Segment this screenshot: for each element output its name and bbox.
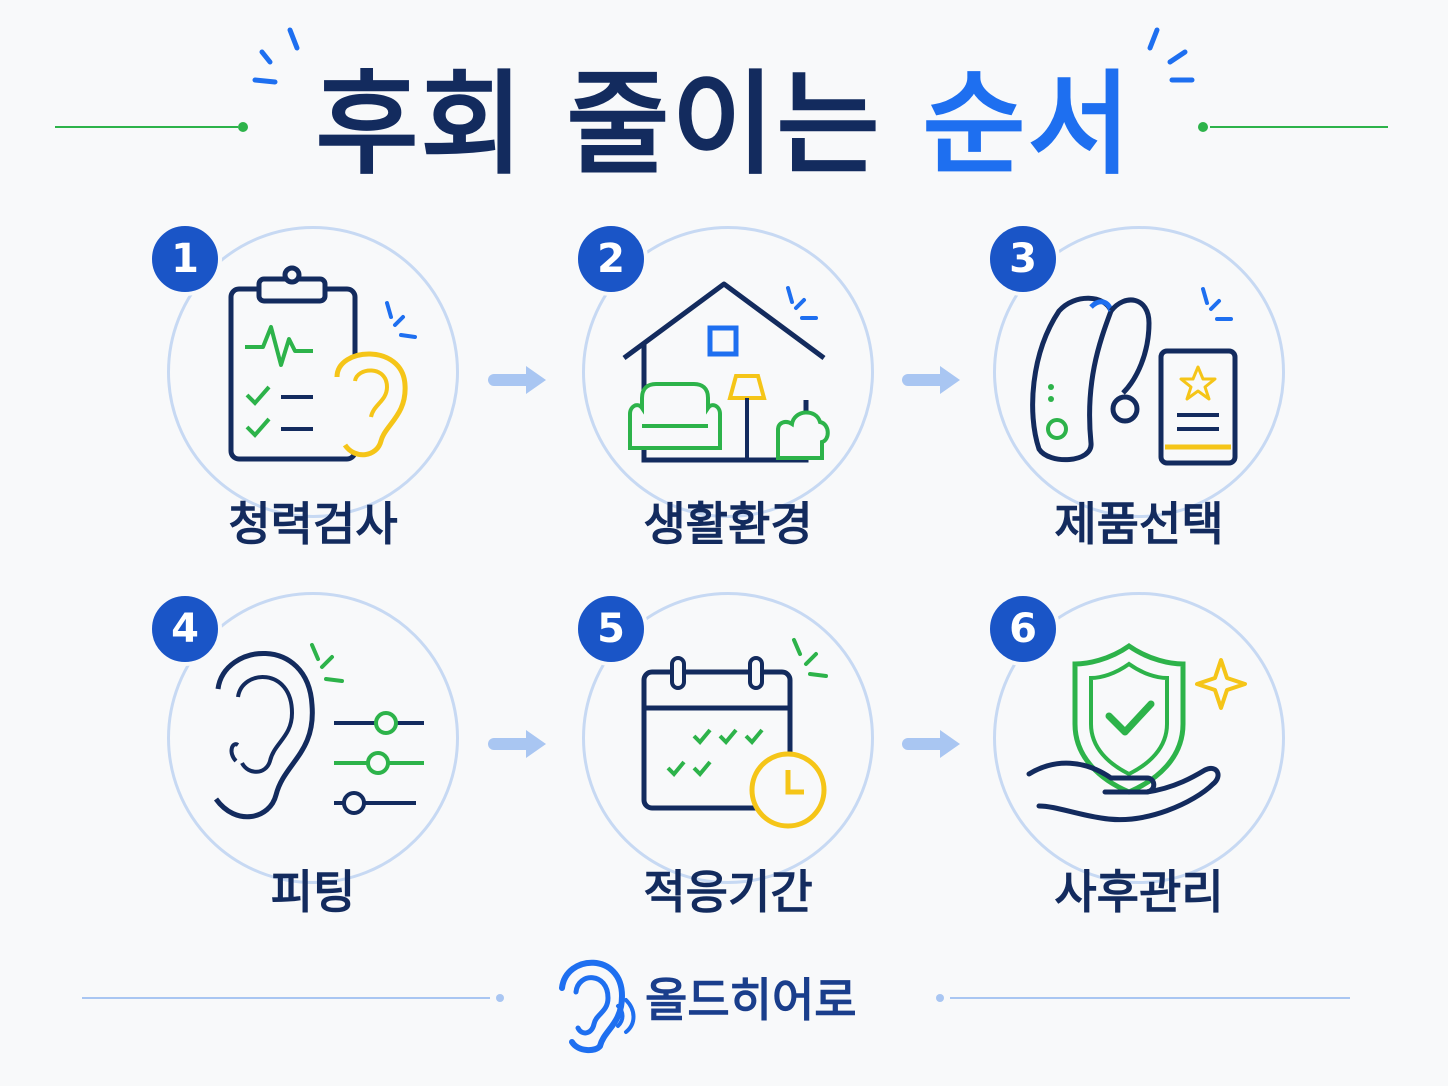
- ear-logo-icon: [559, 959, 636, 1054]
- step-6-circle: [993, 592, 1285, 884]
- step-5-label: 적응기간: [643, 865, 813, 919]
- step-6-label: 사후관리: [1054, 865, 1224, 919]
- step-5-badge: 5: [574, 592, 648, 666]
- step-3-label: 제품선택: [1054, 497, 1224, 551]
- title-decoration-left: [55, 27, 1388, 132]
- step-1-label: 청력검사: [228, 497, 398, 551]
- step-4-label: 피팅: [270, 865, 356, 919]
- step-1-circle: [167, 226, 459, 518]
- step-2-badge: 2: [574, 222, 648, 296]
- page-title: 후회 줄이는 순서: [0, 50, 1448, 200]
- ear-sliders-icon: [213, 643, 424, 820]
- arrow-icon: [902, 730, 960, 758]
- step-1-badge: 1: [148, 222, 222, 296]
- hearing-aid-icon: [1030, 287, 1238, 466]
- step-6-badge: 6: [986, 592, 1060, 666]
- house-icon: [622, 281, 830, 463]
- title-accent: 순서: [922, 60, 1133, 190]
- arrow-icon: [902, 366, 960, 394]
- step-4-circle: [167, 592, 459, 884]
- clipboard-ear-icon: [228, 265, 417, 462]
- brand-name: 올드히어로: [645, 973, 857, 1027]
- calendar-clock-icon: [641, 638, 828, 829]
- step-4-badge: 4: [148, 592, 222, 666]
- step-2-label: 생활환경: [643, 497, 813, 551]
- title-main: 후회 줄이는: [315, 60, 882, 190]
- shield-hand-icon: [1026, 642, 1247, 823]
- step-3-circle: [993, 226, 1285, 518]
- step-3-badge: 3: [986, 222, 1060, 296]
- footer-divider: [82, 994, 1350, 1002]
- step-2-circle: [582, 226, 874, 518]
- arrow-icon: [488, 730, 546, 758]
- step-5-circle: [582, 592, 874, 884]
- arrow-icon: [488, 366, 546, 394]
